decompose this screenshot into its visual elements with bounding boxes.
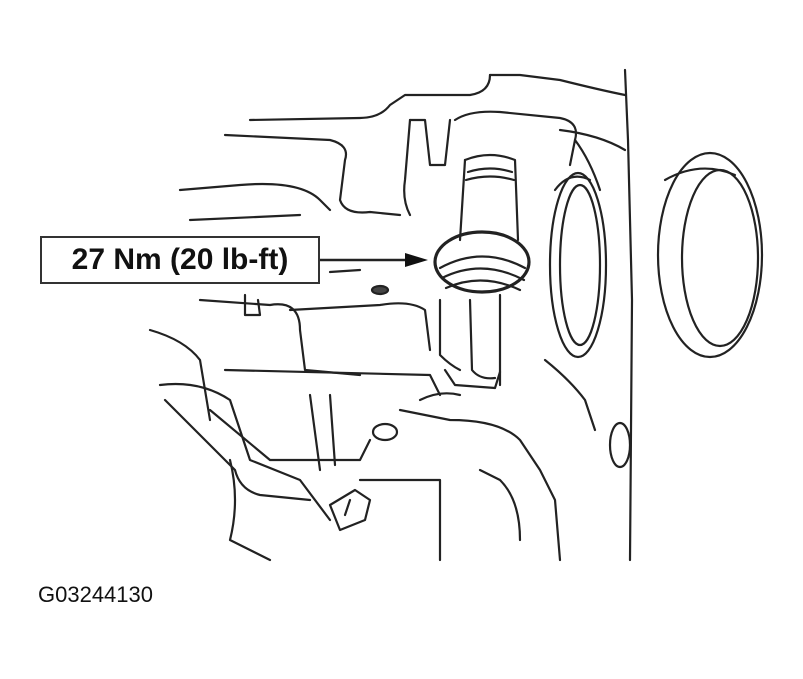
port-opening-middle bbox=[548, 171, 632, 469]
housing-right bbox=[543, 68, 634, 562]
housing-lower-left bbox=[148, 238, 562, 562]
housing-upper bbox=[178, 73, 627, 222]
callout-leader bbox=[318, 253, 428, 274]
figure-code: G03244130 bbox=[38, 582, 153, 607]
sensor bbox=[433, 153, 531, 390]
port-opening-right bbox=[656, 151, 764, 359]
torque-callout-label: 27 Nm (20 lb-ft) bbox=[71, 243, 289, 276]
torque-callout-box: 27 Nm (20 lb-ft) bbox=[40, 236, 320, 284]
